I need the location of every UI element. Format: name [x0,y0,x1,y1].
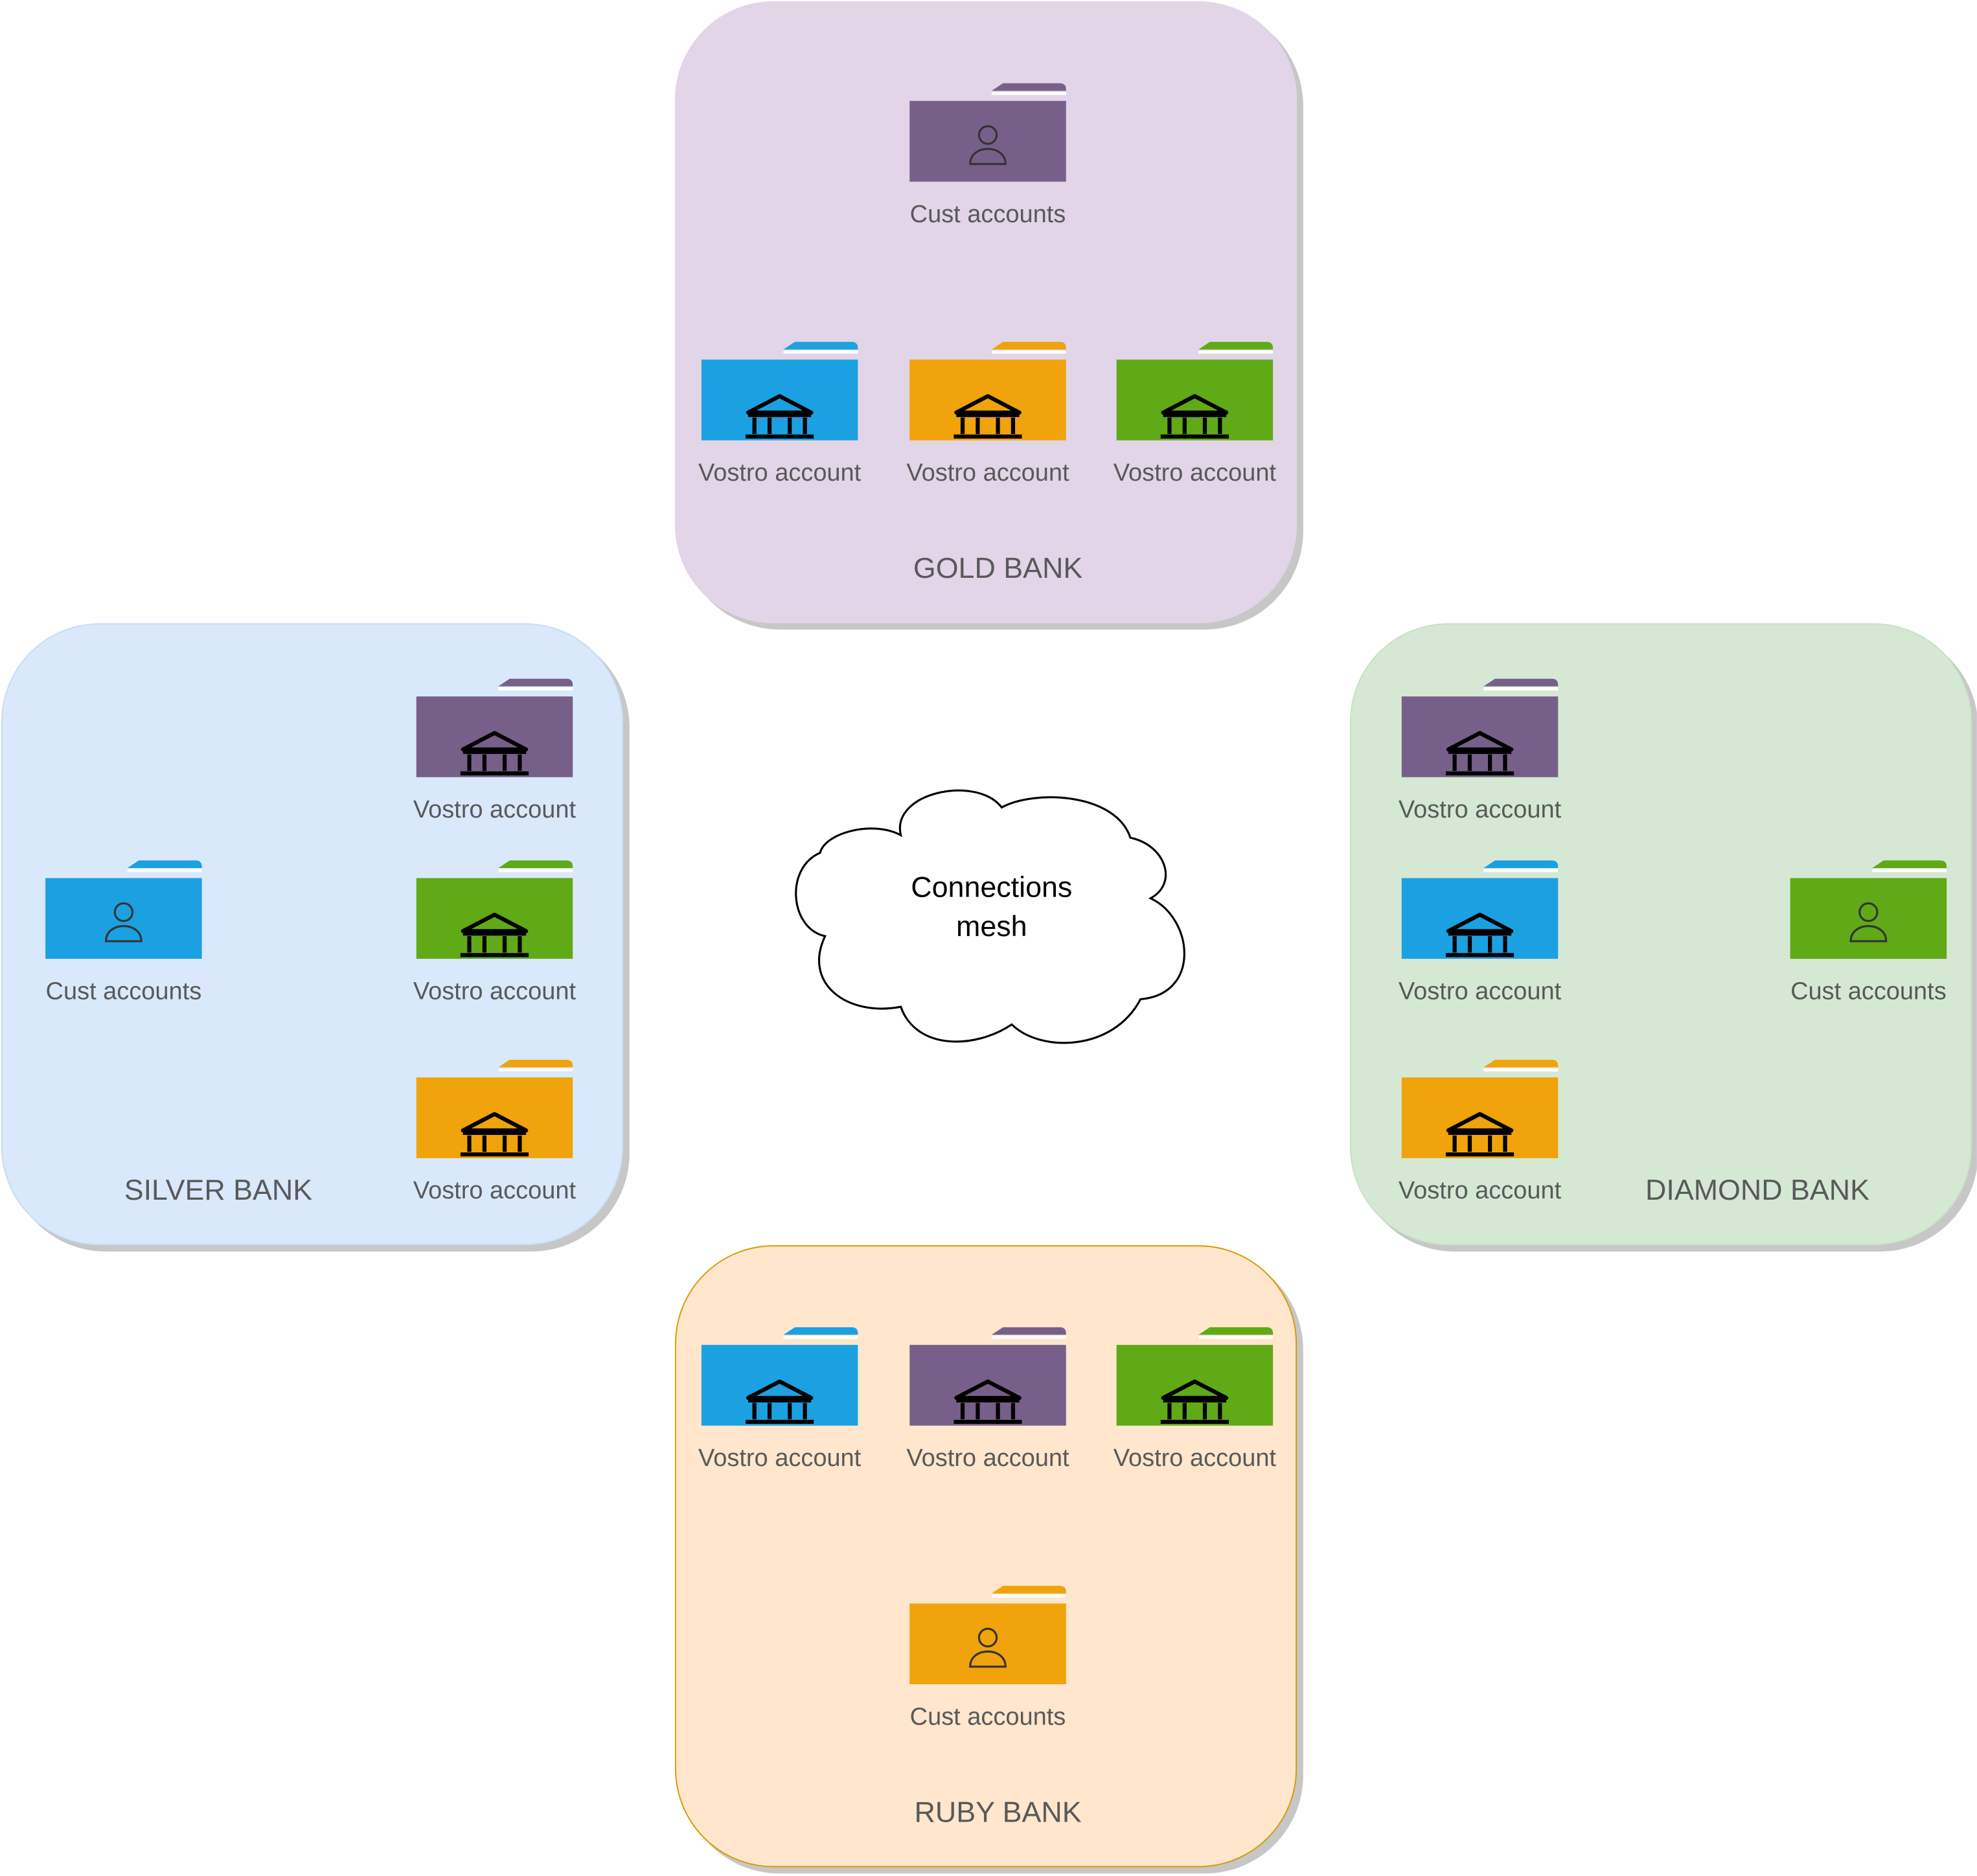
diamond-bank-container: Vostro account Vostro account [1349,623,1972,1246]
folder-label: Cust accounts [1790,978,1947,1006]
bank-icon [746,1379,814,1424]
folder-item[interactable]: Vostro account [698,1325,861,1472]
bank-icon [954,1379,1022,1424]
folder-label: Vostro account [906,1445,1069,1472]
folder-item[interactable]: Vostro account [1114,339,1276,487]
folder-item[interactable]: Cust accounts [909,1583,1066,1731]
bank-name: DIAMOND BANK [1645,1173,1869,1206]
folder-label: Cust accounts [909,1703,1066,1732]
folder-icon [701,1327,858,1426]
ruby-bank-container: Vostro account Vostro account [674,1245,1297,1868]
bank-icon [954,394,1022,439]
silver-bank-container: Vostro account Cust accounts [1,623,624,1246]
folder-label: Cust accounts [909,200,1066,229]
bank-name: RUBY BANK [914,1795,1082,1829]
folder-label: Cust accounts [45,978,202,1006]
folder-icon [909,83,1066,182]
folder-label: Vostro account [1398,795,1562,824]
folder-icon [909,1327,1066,1426]
folder-icon [909,341,1066,440]
person-icon [969,125,1007,165]
folder-label: Vostro account [1398,1177,1562,1205]
bank-icon [1160,394,1229,439]
folder-icon [416,860,573,959]
folder-item[interactable]: Cust accounts [45,858,202,1005]
folder-icon [416,1059,573,1158]
folder-icon [1790,860,1947,959]
bank-name: GOLD BANK [913,551,1083,584]
folder-item[interactable]: Vostro account [906,339,1069,487]
folder-icon [1116,1327,1274,1426]
person-icon [969,1627,1007,1668]
bank-icon [1445,1112,1514,1157]
folder-label: Vostro account [413,795,577,824]
folder-item[interactable]: Vostro account [413,676,576,824]
person-icon [1849,902,1888,943]
folder-label: Vostro account [906,459,1069,487]
bank-icon [460,731,529,775]
folder-icon [1401,860,1559,959]
folder-item[interactable]: Vostro account [1114,1325,1276,1472]
folder-item[interactable]: Vostro account [413,858,576,1005]
person-icon [105,902,143,943]
bank-icon [1445,912,1514,957]
folder-label: Vostro account [1113,459,1276,487]
folder-item[interactable]: Vostro account [413,1057,576,1205]
folder-item[interactable]: Cust accounts [1790,858,1947,1005]
folder-item[interactable]: Vostro account [906,1325,1069,1472]
folder-item[interactable]: Cust accounts [909,81,1066,229]
folder-icon [1401,678,1559,777]
folder-item[interactable]: Vostro account [1399,858,1561,1005]
bank-icon [1445,731,1514,775]
bank-icon [746,394,814,439]
folder-icon [909,1586,1066,1685]
folder-icon [1401,1059,1559,1158]
cloud-label-line1: Connections [911,870,1073,904]
folder-item[interactable]: Vostro account [1399,676,1561,824]
bank-name: SILVER BANK [124,1173,313,1206]
gold-bank-container: Cust accounts Vostro account [674,1,1297,624]
folder-item[interactable]: Vostro account [1399,1057,1561,1205]
folder-icon [1116,341,1274,440]
bank-icon [460,1112,529,1157]
bank-icon [460,912,529,957]
folder-item[interactable]: Vostro account [698,339,861,487]
folder-label: Vostro account [1113,1445,1276,1472]
folder-label: Vostro account [1398,978,1562,1006]
folder-label: Vostro account [698,1445,862,1472]
folder-label: Vostro account [413,978,577,1006]
connections-mesh-cloud[interactable]: Connections mesh [787,783,1196,1053]
cloud-icon [795,789,1185,1044]
folder-icon [416,678,573,777]
folder-label: Vostro account [698,459,862,487]
cloud-label-line2: mesh [956,909,1027,943]
bank-icon [1160,1379,1229,1424]
folder-icon [701,341,858,440]
folder-icon [45,860,202,959]
folder-label: Vostro account [413,1177,577,1205]
